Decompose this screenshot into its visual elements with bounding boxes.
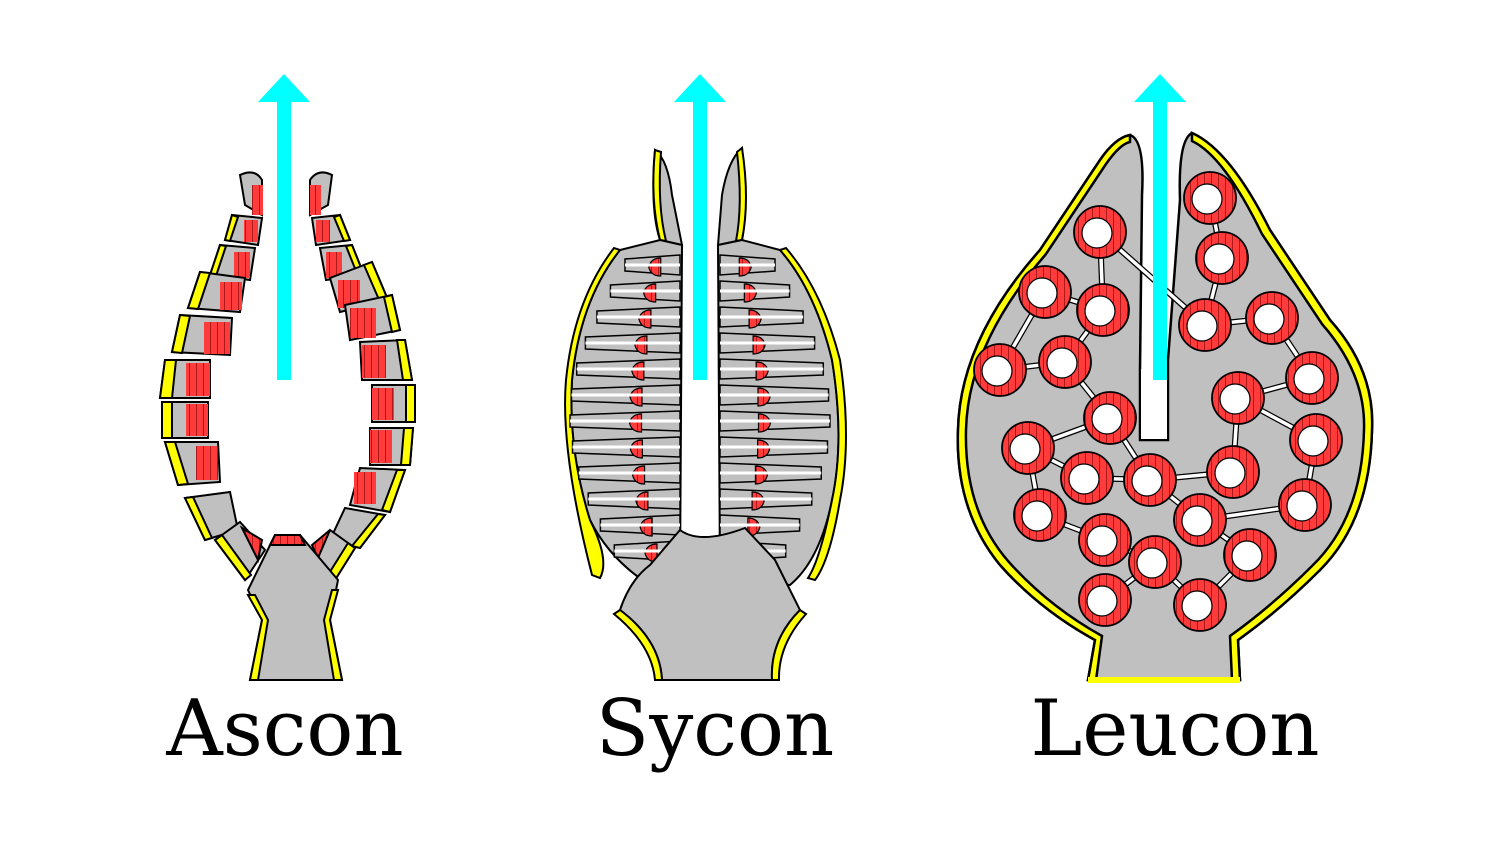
sycon-left-radial-canals [569, 254, 681, 563]
choanocyte-chamber [1078, 573, 1132, 627]
choanocyte-chamber [1206, 445, 1260, 499]
radial-canal [609, 280, 681, 303]
choanocyte-chamber [1013, 488, 1067, 542]
ascon-water-flow-arrow [258, 74, 310, 380]
choanocyte-chamber [1128, 535, 1182, 589]
choanocyte-chamber [1245, 291, 1299, 345]
sycon-base [612, 526, 808, 681]
ascon-diagram [158, 74, 416, 681]
choanocyte-chamber [1076, 283, 1130, 337]
choanocyte-chamber [1173, 578, 1227, 632]
choanocyte-chamber [1173, 493, 1227, 547]
choanocyte-chamber [1223, 528, 1277, 582]
choanocyte-chamber [1183, 171, 1237, 225]
choanocyte-chamber [1018, 265, 1072, 319]
radial-canal [719, 280, 791, 303]
choanocyte-chamber [973, 343, 1027, 397]
radial-canal [577, 462, 681, 485]
radial-canal [719, 358, 825, 381]
radial-canal [584, 332, 681, 355]
radial-canal [569, 410, 681, 433]
radial-canal [719, 410, 831, 433]
choanocyte-chamber [1083, 391, 1137, 445]
choanocyte-chamber [1038, 335, 1092, 389]
radial-canal [719, 306, 804, 329]
radial-canal [719, 436, 829, 459]
ascon-left-wall [158, 171, 267, 582]
radial-canal [624, 254, 681, 277]
radial-canal [596, 306, 681, 329]
ascon-label: Ascon [166, 684, 404, 774]
choanocyte-chamber [1211, 371, 1265, 425]
ascon-base [246, 534, 344, 681]
sycon-label: Sycon [595, 684, 835, 774]
radial-canal [719, 488, 813, 511]
radial-canal [587, 488, 681, 511]
choanocyte-chamber [1178, 298, 1232, 352]
radial-canal [719, 332, 816, 355]
radial-canal [719, 254, 776, 277]
sycon-diagram [564, 74, 847, 681]
ascon-right-wall [308, 171, 416, 582]
choanocyte-chamber [1001, 421, 1055, 475]
leucon-water-flow-arrow [1134, 74, 1186, 380]
radial-canal [571, 436, 681, 459]
choanocyte-chamber [1195, 231, 1249, 285]
radial-canal [599, 514, 681, 537]
radial-canal [570, 384, 681, 407]
choanocyte-chamber [1073, 205, 1127, 259]
radial-canal [719, 384, 830, 407]
choanocyte-chamber [1123, 453, 1177, 507]
choanocyte-chamber [1285, 351, 1339, 405]
choanocyte-chamber [1060, 451, 1114, 505]
sycon-water-flow-arrow [674, 74, 726, 380]
choanocyte-chamber [1289, 413, 1343, 467]
radial-canal [575, 358, 681, 381]
radial-canal [719, 462, 823, 485]
leucon-choanocyte-chambers [973, 171, 1343, 632]
choanocyte-chamber [1078, 513, 1132, 567]
choanocyte-chamber [1278, 478, 1332, 532]
leucon-label: Leucon [1030, 684, 1320, 774]
leucon-diagram [956, 74, 1374, 683]
